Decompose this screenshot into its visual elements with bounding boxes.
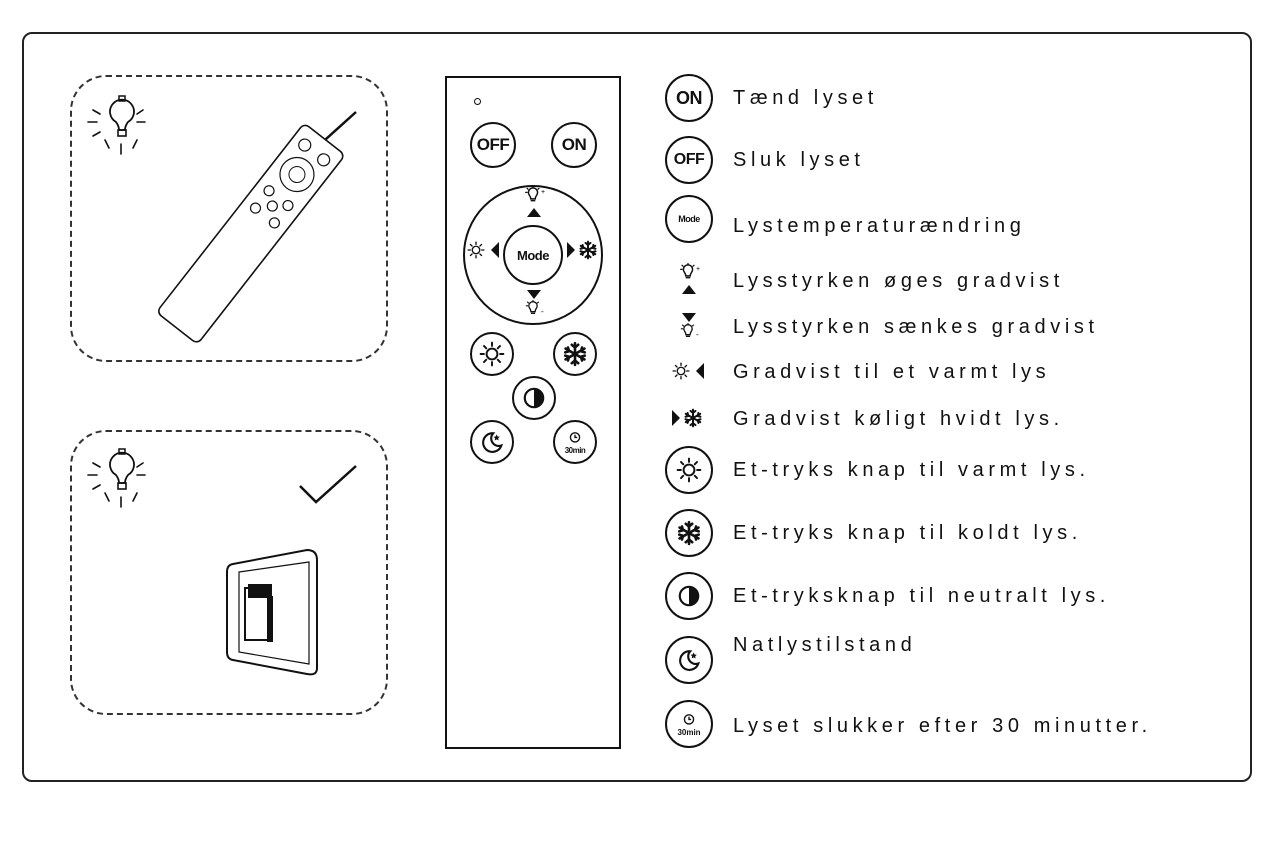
warm-left-icon [663, 345, 715, 397]
legend-text-cool-gradual: Gradvist køligt hvidt lys. [733, 408, 1064, 430]
mode-button[interactable]: Mode [503, 225, 563, 285]
night-mode-icon [663, 634, 715, 686]
neutral-light-button[interactable] [512, 376, 556, 420]
svg-text:+: + [541, 189, 545, 196]
on-badge: ON [676, 87, 703, 108]
svg-text:-: - [541, 307, 544, 316]
legend-text-neutral-onetouch: Et-tryksknap til neutralt lys. [733, 585, 1110, 607]
warm-light-button[interactable] [470, 332, 514, 376]
cold-light-button[interactable] [553, 332, 597, 376]
legend-text-brightness-down: Lysstyrken sænkes gradvist [733, 316, 1099, 338]
mode-icon: Mode [663, 193, 715, 245]
legend-text-off: Sluk lyset [733, 149, 865, 171]
checkmark-icon [298, 462, 358, 508]
on-button-label: ON [561, 135, 587, 154]
remote-control: OFF ON Mode + - 30min [445, 76, 621, 749]
legend-text-on: Tænd lyset [733, 87, 878, 109]
timer-badge: 30min [677, 728, 701, 737]
night-mode-button[interactable] [470, 420, 514, 464]
cool-right-button[interactable] [565, 238, 603, 262]
legend-text-cold-onetouch: Et-tryks knap til koldt lys. [733, 522, 1082, 544]
indicator-led [474, 98, 481, 105]
mode-button-label: Mode [517, 247, 549, 263]
on-button[interactable]: ON [551, 122, 597, 168]
light-bulb-icon [85, 445, 155, 515]
timer-button-label: 30min [564, 446, 586, 455]
legend-text-mode: Lystemperaturændring [733, 215, 1026, 237]
wall-switch-illustration [225, 548, 325, 678]
warm-left-button[interactable] [465, 238, 503, 262]
half-circle-button-icon [663, 570, 715, 622]
svg-text:+: + [696, 266, 700, 273]
off-button-label: OFF [476, 135, 510, 154]
legend-text-warm-onetouch: Et-tryks knap til varmt lys. [733, 459, 1090, 481]
remote-illustration [135, 118, 365, 348]
mode-badge: Mode [678, 214, 700, 224]
off-badge: OFF [673, 151, 705, 168]
brightness-up-button[interactable]: + [521, 186, 547, 218]
legend-text-timer: Lyset slukker efter 30 minutter. [733, 715, 1152, 737]
timer-button[interactable]: 30min [553, 420, 597, 464]
svg-text:-: - [696, 330, 699, 339]
legend-text-warm-gradual: Gradvist til et varmt lys [733, 361, 1051, 383]
legend-text-brightness-up: Lysstyrken øges gradvist [733, 270, 1064, 292]
off-icon: OFF [663, 134, 715, 186]
off-button[interactable]: OFF [470, 122, 516, 168]
wall-switch-panel [70, 430, 388, 715]
sun-button-icon [663, 444, 715, 496]
light-bulb-icon [85, 92, 155, 162]
brightness-up-icon: + [663, 253, 715, 305]
timer-icon: 30min [663, 698, 715, 750]
remote-usage-panel [70, 75, 388, 362]
on-icon: ON [663, 72, 715, 124]
legend-text-night-mode: Natlystilstand [733, 634, 917, 656]
cool-right-icon [663, 392, 715, 444]
instruction-frame [22, 32, 1252, 782]
brightness-down-button[interactable]: - [521, 289, 547, 321]
brightness-down-icon: - [663, 302, 715, 354]
snowflake-button-icon [663, 507, 715, 559]
